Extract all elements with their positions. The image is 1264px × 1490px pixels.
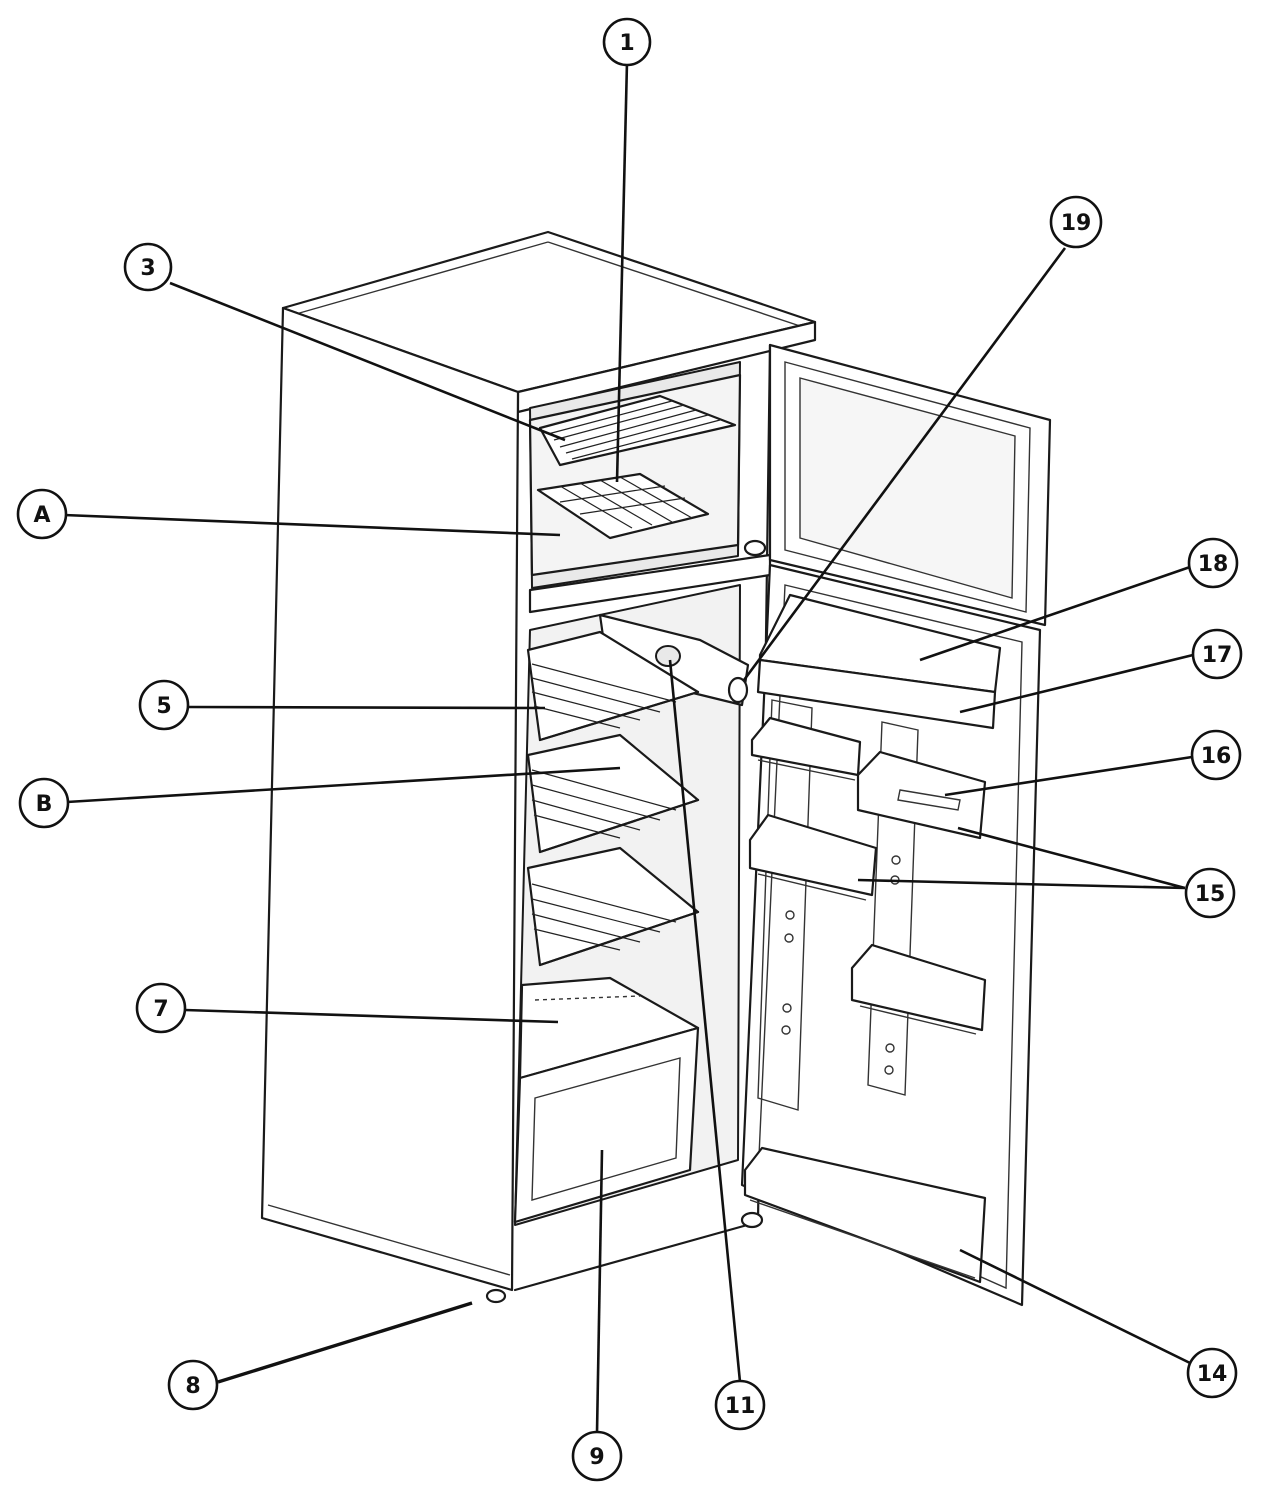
- egg-tray-bin: [856, 750, 987, 840]
- callout-label-19: 19: [1061, 211, 1092, 236]
- ice-cube-tray: [536, 472, 710, 540]
- thermostat-knob: [655, 645, 681, 667]
- leader-3: [169, 281, 566, 442]
- callout-5: 5: [138, 679, 190, 731]
- door-bottle-bin: [743, 1146, 987, 1284]
- lower-door-hinge: [740, 1211, 764, 1229]
- adjustable-foot: [485, 1288, 507, 1304]
- callout-18: 18: [1187, 537, 1239, 589]
- leader-5: [187, 705, 546, 710]
- callout-label-17: 17: [1202, 643, 1233, 668]
- leader-15b: [957, 826, 1186, 890]
- leader-17: [959, 653, 1194, 714]
- callout-label-A: A: [33, 503, 50, 528]
- fridge-shelf-2: [526, 733, 700, 854]
- callout-7: 7: [135, 982, 187, 1034]
- leader-14: [959, 1248, 1191, 1365]
- dairy-compartment: [756, 658, 997, 730]
- fridge-shelf-3: [526, 846, 700, 967]
- leader-1: [615, 61, 629, 483]
- callout-label-11: 11: [725, 1394, 756, 1419]
- leader-A: [63, 513, 561, 537]
- leader-15a: [857, 878, 1186, 890]
- callout-1: 1: [602, 17, 652, 67]
- fridge-cabinet: [260, 230, 817, 1304]
- callout-label-15: 15: [1195, 882, 1226, 907]
- leader-19: [742, 247, 1067, 681]
- callout-label-8: 8: [185, 1374, 200, 1399]
- freezer-compartment: [528, 361, 772, 614]
- light-bulb: [727, 676, 749, 704]
- leader-11: [668, 659, 742, 1383]
- callout-11: 11: [714, 1379, 766, 1431]
- callout-B: B: [18, 777, 70, 829]
- callout-9: 9: [571, 1430, 623, 1482]
- callout-16: 16: [1190, 729, 1242, 781]
- leader-9: [595, 1149, 604, 1434]
- callout-8: 8: [167, 1359, 219, 1411]
- callout-label-9: 9: [589, 1445, 604, 1470]
- callout-17: 17: [1191, 628, 1243, 680]
- callout-19: 19: [1049, 195, 1103, 249]
- leader-8: [217, 1301, 473, 1384]
- leader-16: [944, 755, 1193, 797]
- door-bin-middle-right: [850, 943, 987, 1035]
- crisper-drawer: [513, 1026, 700, 1224]
- callout-label-1: 1: [619, 31, 634, 56]
- callout-15: 15: [1184, 867, 1236, 919]
- door-bin-middle-left: [748, 813, 878, 901]
- callout-label-18: 18: [1198, 552, 1229, 577]
- leader-7: [184, 1008, 559, 1024]
- fridge-shelf-1: [526, 630, 700, 742]
- callout-label-16: 16: [1201, 744, 1232, 769]
- callout-label-B: B: [36, 792, 53, 817]
- freezer-door-hinge: [743, 539, 767, 557]
- callout-A: A: [16, 488, 68, 540]
- leader-B: [66, 766, 621, 804]
- fridge-door: [740, 563, 1042, 1307]
- callout-3: 3: [123, 242, 173, 292]
- cabinet-left-side: [260, 306, 520, 1292]
- leader-18: [919, 565, 1191, 662]
- callout-14: 14: [1186, 1347, 1238, 1399]
- callout-label-7: 7: [153, 997, 168, 1022]
- callout-label-3: 3: [140, 256, 155, 281]
- callout-label-14: 14: [1197, 1362, 1228, 1387]
- fridge-compartment: [513, 584, 750, 1226]
- leader-lines: [63, 61, 1194, 1434]
- freezer-door: [743, 343, 1052, 627]
- door-bin-upper-left: [750, 716, 862, 781]
- callout-label-5: 5: [156, 694, 171, 719]
